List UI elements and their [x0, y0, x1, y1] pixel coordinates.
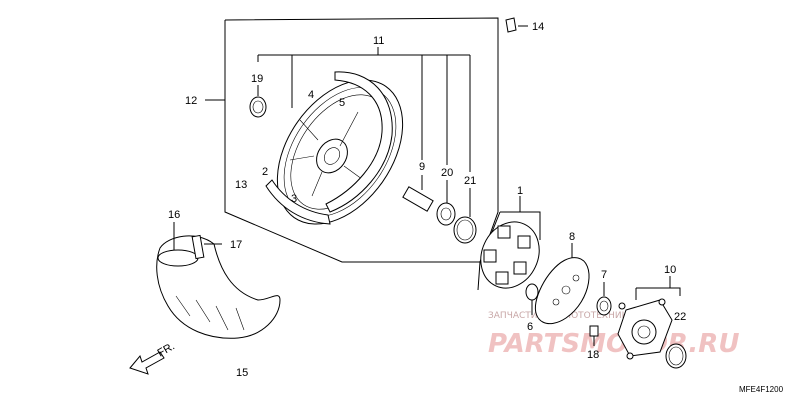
leader-bracket-1 [477, 196, 541, 291]
damper-plate-8 [534, 243, 590, 324]
callout-2: 2 [262, 166, 268, 178]
callout-18: 18 [587, 349, 599, 361]
callout-15: 15 [236, 367, 248, 379]
final-driven-flange-10 [617, 276, 681, 360]
tube-16 [157, 222, 199, 267]
oil-seal-7 [596, 282, 612, 316]
callout-8: 8 [569, 231, 575, 243]
callout-14: 14 [532, 21, 544, 33]
oil-seal-19 [249, 85, 267, 118]
callout-1: 1 [517, 185, 523, 197]
snap-ring-22 [665, 343, 687, 369]
callout-numbers: 11 12 19 4 5 2 13 3 9 20 21 1 14 16 17 8… [168, 21, 686, 379]
rim-band-17 [191, 234, 222, 260]
o-ring-21 [453, 188, 477, 244]
callout-7: 7 [601, 269, 607, 281]
diagram-code: MFE4F1200 [739, 385, 784, 394]
callout-21: 21 [464, 175, 476, 187]
callout-11: 11 [373, 35, 384, 47]
callout-17: 17 [230, 239, 242, 251]
watermark: ЗАПЧАСТИ ДЛЯ МОТОТЕХНИКИ PARTSMOTOR.RU [488, 311, 739, 359]
callout-10: 10 [664, 264, 676, 276]
direction-label: FR. [156, 340, 177, 359]
collar-6 [525, 283, 539, 315]
callout-5: 5 [339, 97, 345, 109]
bolt-18 [589, 325, 599, 346]
callout-16: 16 [168, 209, 180, 221]
collar-9 [402, 175, 434, 212]
callout-6: 6 [527, 321, 533, 333]
watermark-logo: PARTSMOTOR.RU [488, 329, 739, 359]
damper-rubbers-1 [480, 221, 540, 289]
callout-3: 3 [291, 193, 297, 205]
callout-13: 13 [235, 179, 247, 191]
valve-cap-14 [505, 17, 528, 33]
callout-22: 22 [674, 311, 686, 323]
callout-12: 12 [185, 95, 197, 107]
weight-strip-13 [265, 179, 331, 225]
callout-19: 19 [251, 73, 263, 85]
rim-band-5 [325, 71, 393, 213]
callout-4: 4 [308, 89, 314, 101]
leader-bracket-11 [257, 47, 471, 172]
bearing-20 [436, 180, 456, 226]
callout-9: 9 [419, 161, 425, 173]
rear-wheel-rim [276, 79, 404, 225]
callout-20: 20 [441, 167, 453, 179]
front-direction-arrow: FR. [129, 340, 177, 375]
